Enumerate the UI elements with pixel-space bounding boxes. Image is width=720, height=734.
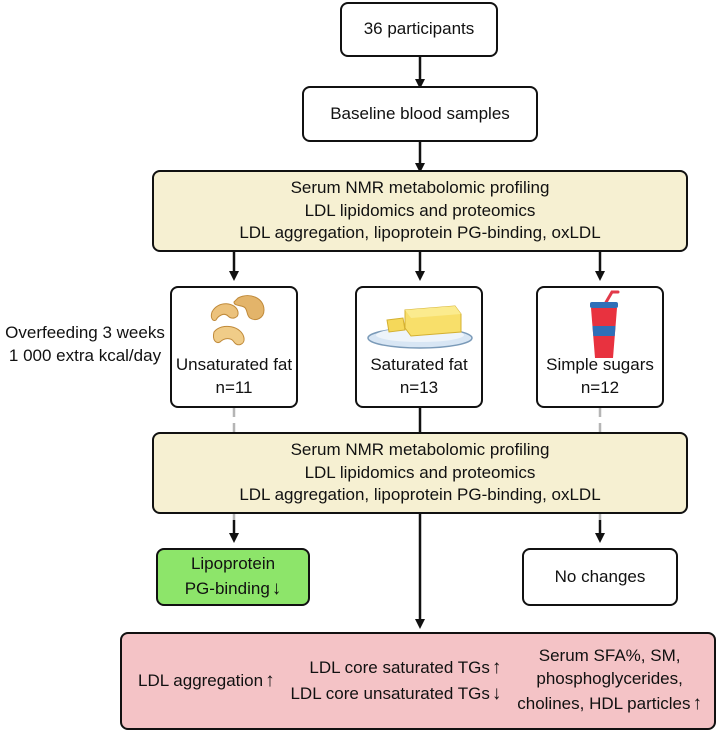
core-tg-group: LDL core saturated TGs↑ LDL core unsatur… xyxy=(290,655,501,706)
outcome-sugar-box: No changes xyxy=(522,548,678,606)
group-unsaturated-fat: Unsaturated fat n=11 xyxy=(170,286,298,408)
group-saturated-fat: Saturated fat n=13 xyxy=(355,286,483,408)
overfeeding-line-1: Overfeeding 3 weeks xyxy=(5,323,165,342)
overfeeding-label: Overfeeding 3 weeks 1 000 extra kcal/day xyxy=(0,322,170,368)
butter-icon xyxy=(367,305,473,349)
core-saturated-label: LDL core saturated TGs xyxy=(309,658,490,678)
group-n: n=11 xyxy=(215,378,253,398)
ldl-aggregation-group: LDL aggregation↑ xyxy=(138,668,275,694)
outcome-line-2: PG-binding↓ xyxy=(185,576,282,602)
ldl-aggregation-label: LDL aggregation xyxy=(138,671,264,691)
core-unsaturated-row: LDL core unsaturated TGs↓ xyxy=(290,681,501,707)
outcome-saturated-box: LDL aggregation↑ LDL core saturated TGs↑… xyxy=(120,632,716,730)
profiling-line-1: Serum NMR metabolomic profiling xyxy=(290,177,550,197)
serum-line-3-row: cholines, HDL particles↑ xyxy=(517,691,702,717)
profiling-line-3: LDL aggregation, lipoprotein PG-binding,… xyxy=(239,485,601,505)
serum-group: Serum SFA%, SM, phosphoglycerides, choli… xyxy=(517,645,702,717)
outcome-line-1: Lipoprotein xyxy=(190,553,276,573)
serum-line-1: Serum SFA%, SM, xyxy=(538,646,681,666)
profiling-box-top: Serum NMR metabolomic profiling LDL lipi… xyxy=(152,170,688,252)
group-label: Saturated fat xyxy=(370,355,468,375)
no-changes-label: No changes xyxy=(554,566,646,586)
participants-box: 36 participants xyxy=(340,2,498,57)
group-label: Simple sugars xyxy=(546,355,654,375)
group-simple-sugars: Simple sugars n=12 xyxy=(536,286,664,408)
up-arrow-icon: ↑ xyxy=(692,693,702,715)
serum-line-3: cholines, HDL particles xyxy=(517,694,691,714)
group-n: n=13 xyxy=(399,378,439,398)
down-arrow-icon: ↓ xyxy=(491,683,502,704)
participants-label: 36 participants xyxy=(363,19,475,39)
core-saturated-row: LDL core saturated TGs↑ xyxy=(290,655,501,681)
profiling-line-1: Serum NMR metabolomic profiling xyxy=(290,439,550,459)
baseline-box: Baseline blood samples xyxy=(302,86,538,142)
serum-line-2: phosphoglycerides, xyxy=(536,669,683,689)
profiling-line-2: LDL lipidomics and proteomics xyxy=(304,462,536,482)
baseline-label: Baseline blood samples xyxy=(330,103,510,123)
overfeeding-line-2: 1 000 extra kcal/day xyxy=(8,345,162,365)
group-label: Unsaturated fat xyxy=(175,355,293,375)
core-unsaturated-label: LDL core unsaturated TGs xyxy=(290,684,490,703)
profiling-box-bottom: Serum NMR metabolomic profiling LDL lipi… xyxy=(152,432,688,514)
outcome-unsaturated-box: Lipoprotein PG-binding↓ xyxy=(156,548,310,606)
soda-cup-icon xyxy=(590,290,620,358)
profiling-line-3: LDL aggregation, lipoprotein PG-binding,… xyxy=(239,223,601,243)
up-arrow-icon: ↑ xyxy=(265,670,275,692)
outcome-text: PG-binding xyxy=(184,578,270,598)
down-arrow-icon: ↓ xyxy=(271,577,282,599)
profiling-line-2: LDL lipidomics and proteomics xyxy=(304,200,536,220)
up-arrow-icon: ↑ xyxy=(491,657,502,679)
group-n: n=12 xyxy=(580,378,620,398)
cashew-icon xyxy=(210,295,265,346)
